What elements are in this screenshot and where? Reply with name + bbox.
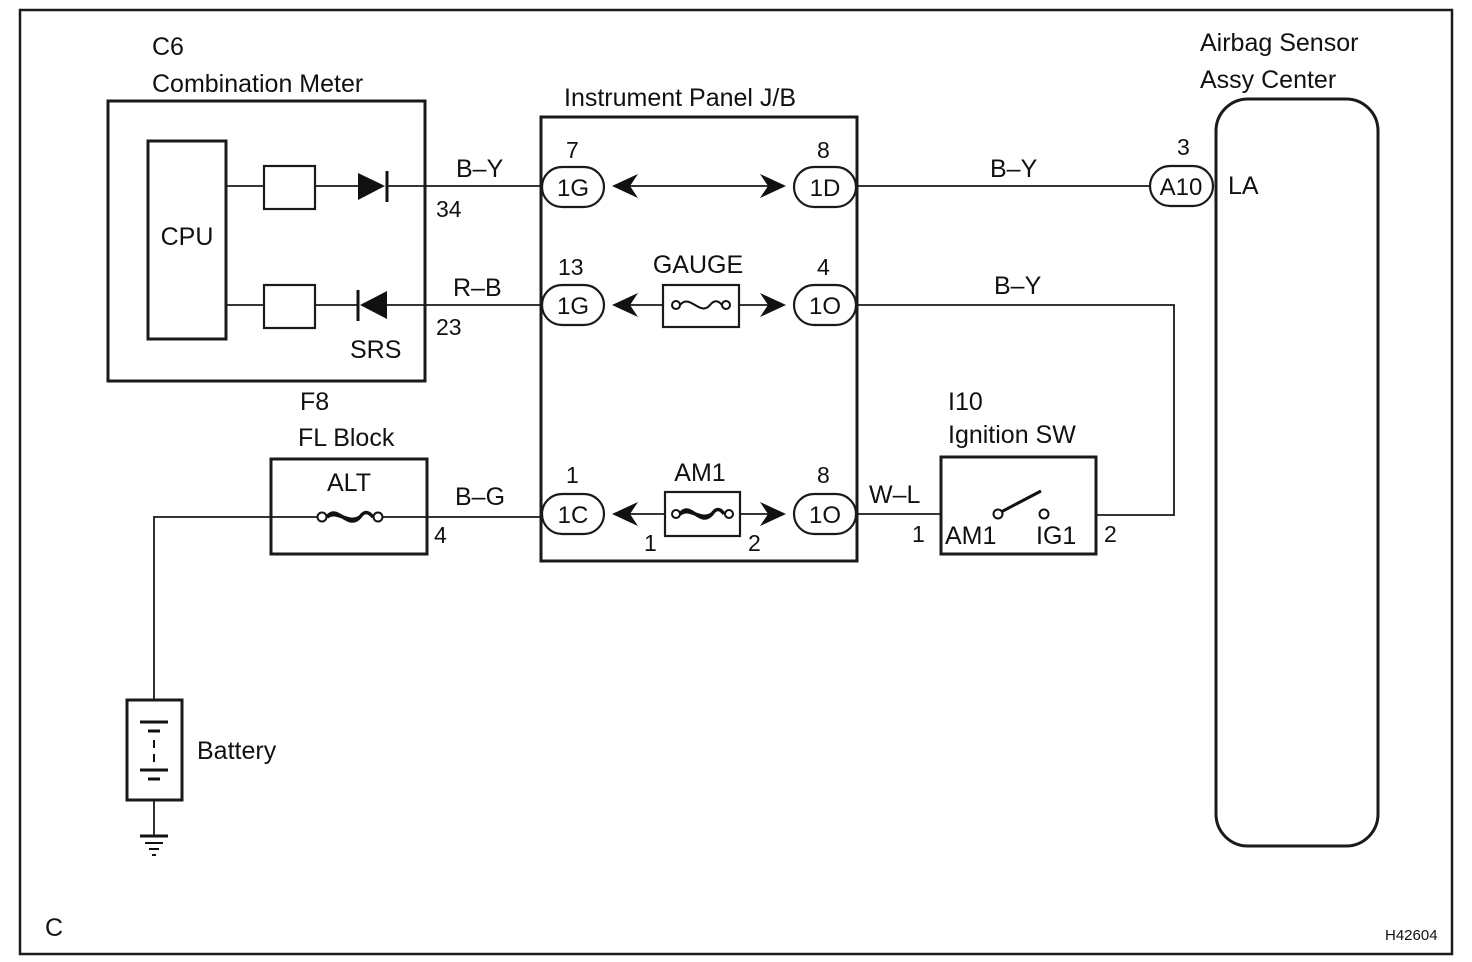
srs-label: SRS <box>350 336 401 364</box>
battery: Battery <box>125 698 277 802</box>
terminal-male-icon <box>760 502 786 526</box>
fuse-terminal-left <box>316 511 328 523</box>
ignition-name: Ignition SW <box>948 421 1076 449</box>
wire-battery-fl <box>153 516 318 700</box>
wire-label-bg: B–G <box>455 483 505 511</box>
jb-name: Instrument Panel J/B <box>564 84 796 112</box>
am1-pin-right: 2 <box>748 530 761 556</box>
fuse-terminal-left <box>671 300 681 310</box>
connector-1o-middle-label: 1O <box>809 293 841 320</box>
connector-1g-top <box>540 165 606 209</box>
figure-id: H42604 <box>1385 927 1438 944</box>
meter-pin-bottom: 23 <box>436 314 462 340</box>
fuse-terminal-right <box>721 300 731 310</box>
meter-driver-bottom <box>262 283 317 330</box>
airbag-name-2: Assy Center <box>1200 66 1336 94</box>
wire-label-rb: R–B <box>453 274 502 302</box>
connector-1g-top-label: 1G <box>557 175 589 202</box>
srs-diode-icon <box>360 291 387 319</box>
meter-pin-top: 34 <box>436 196 462 222</box>
battery-label: Battery <box>197 737 277 765</box>
airbag-name-1: Airbag Sensor <box>1200 29 1358 57</box>
fuse-terminal-right <box>724 509 734 519</box>
connector-1g-middle <box>540 283 606 327</box>
terminal-female-icon <box>612 293 638 317</box>
switch-contact-ig1 <box>1038 508 1050 520</box>
terminal-male-icon <box>760 293 786 317</box>
meter-code: C6 <box>152 33 184 61</box>
terminal-female-icon <box>612 502 638 526</box>
meter-name: Combination Meter <box>152 70 363 98</box>
cpu-block <box>146 139 228 341</box>
fuse-icon <box>679 300 723 310</box>
connector-1c-label: 1C <box>558 502 589 529</box>
terminal-male-icon <box>760 174 786 198</box>
ground-icon <box>140 834 168 856</box>
fl-block: F8 FL Block ALT 4 <box>269 388 447 556</box>
ignition-term-ig1: IG1 <box>1036 522 1076 550</box>
connector-1g-middle-label: 1G <box>557 293 589 320</box>
pin-8-top: 8 <box>817 137 830 163</box>
combination-meter: C6 Combination Meter CPU SRS 34 23 <box>106 33 462 383</box>
jb-row-2: 13 1G GAUGE 4 1O <box>540 251 858 329</box>
diagram-frame <box>18 8 1454 956</box>
fusible-link-icon <box>678 507 726 520</box>
alt-fuse-label: ALT <box>327 469 371 497</box>
airbag-terminal-la: LA <box>1228 172 1259 200</box>
wire-label-by-3: B–Y <box>994 272 1042 300</box>
wire-label-wl: W–L <box>869 481 921 509</box>
fl-block-box <box>269 457 429 556</box>
pin-8-bottom: 8 <box>817 462 830 488</box>
connector-a10 <box>1148 164 1215 208</box>
cpu-label: CPU <box>161 223 214 251</box>
jb-row-3: 1 1C AM1 1 2 8 1O <box>540 459 858 556</box>
airbag-box <box>1214 97 1380 848</box>
ignition-switch: I10 Ignition SW AM1 IG1 1 2 <box>912 388 1117 556</box>
terminal-female-icon <box>612 174 638 198</box>
airbag-pin: 3 <box>1177 134 1190 160</box>
fl-block-code: F8 <box>300 388 329 416</box>
ignition-pin-1: 1 <box>912 521 925 547</box>
ignition-box <box>939 455 1098 556</box>
battery-box <box>125 698 184 802</box>
connector-1o-bottom-label: 1O <box>809 502 841 529</box>
pin-1-jb: 1 <box>566 462 579 488</box>
jb-row-1: 7 1G 8 1D <box>540 137 858 209</box>
wire-by-jb-ignition <box>856 304 1175 516</box>
gauge-fuse-label: GAUGE <box>653 251 743 279</box>
connector-1c <box>540 492 606 536</box>
switch-lever-icon <box>1000 489 1042 514</box>
airbag-sensor-assy: Airbag Sensor Assy Center 3 A10 LA <box>1148 29 1380 848</box>
fuse-terminal-right <box>372 511 384 523</box>
fl-block-pin: 4 <box>434 522 447 548</box>
fusible-link-icon <box>325 510 375 523</box>
ignition-pin-2: 2 <box>1104 521 1117 547</box>
pin-13: 13 <box>558 254 584 280</box>
pin-7: 7 <box>566 137 579 163</box>
fl-block-name: FL Block <box>298 424 395 452</box>
am1-pin-left: 1 <box>644 530 657 556</box>
meter-driver-top <box>262 164 317 211</box>
fuse-terminal-left <box>671 509 681 519</box>
section-letter: C <box>45 914 63 942</box>
connector-a10-label: A10 <box>1160 174 1203 201</box>
wire-label-by-1: B–Y <box>456 155 504 183</box>
switch-contact-am1 <box>992 508 1004 520</box>
wire-label-by-2: B–Y <box>990 155 1038 183</box>
connector-1d <box>792 165 858 209</box>
ignition-code: I10 <box>948 388 983 416</box>
pin-4-jb: 4 <box>817 254 830 280</box>
ignition-term-am1: AM1 <box>945 522 996 550</box>
connector-1d-label: 1D <box>810 175 841 202</box>
diode-icon <box>358 173 385 200</box>
am1-fuse-label: AM1 <box>674 459 725 487</box>
